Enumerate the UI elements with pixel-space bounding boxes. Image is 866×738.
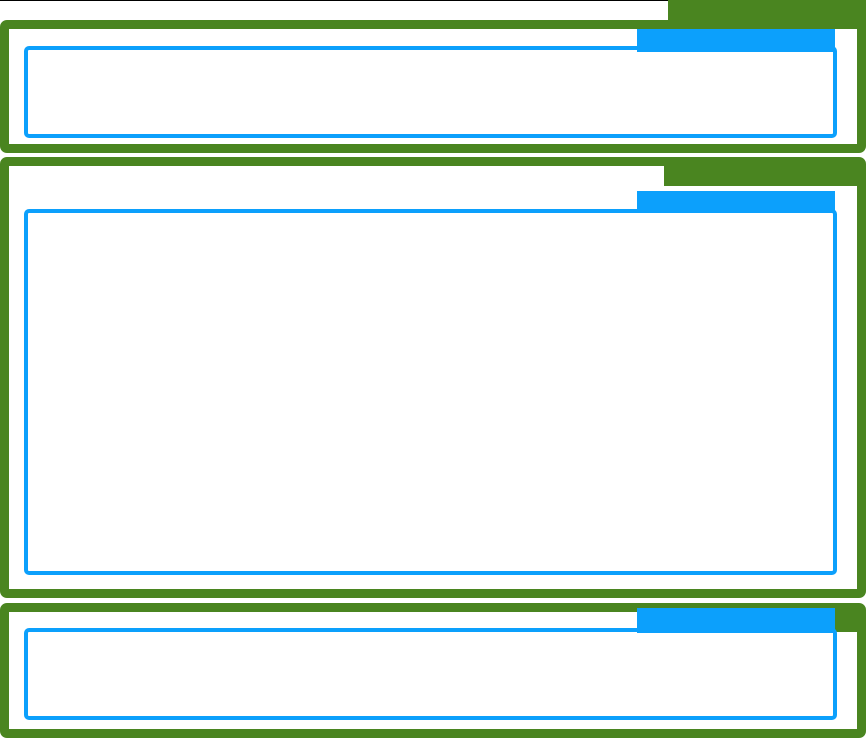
panel-1-inner-box	[24, 46, 837, 138]
panel-3-inner-tab	[637, 608, 835, 633]
panel-2-tab	[664, 160, 863, 186]
top-divider	[0, 0, 866, 1]
panel-2-inner-tab	[637, 191, 835, 213]
panel-1-tab-fill	[668, 20, 866, 29]
panel-1-inner-tab	[637, 29, 835, 52]
panel-3-inner-box	[24, 628, 837, 720]
panel-2-inner-box	[24, 209, 837, 575]
panel-3-tab	[830, 606, 863, 632]
